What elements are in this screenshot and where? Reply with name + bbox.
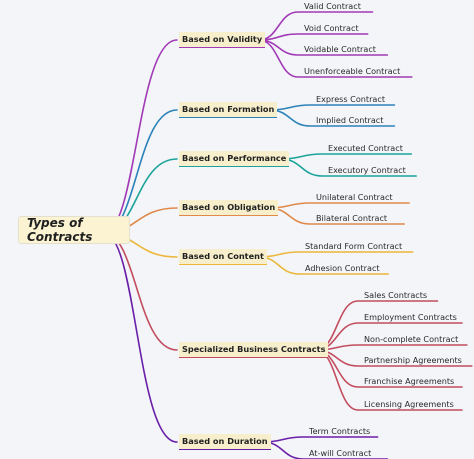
leaf-node[interactable]: Void Contract — [304, 23, 359, 33]
branch-link-5 — [103, 232, 178, 351]
leaf-link-5-2 — [315, 344, 468, 351]
leaf-node[interactable]: Valid Contract — [304, 1, 361, 11]
leaf-node[interactable]: Unilateral Contract — [316, 192, 393, 202]
leaf-node[interactable]: Sales Contracts — [364, 290, 428, 300]
leaf-node[interactable]: Voidable Contract — [304, 44, 376, 54]
category-node[interactable]: Based on Duration — [179, 434, 271, 450]
leaf-node[interactable]: Standard Form Contract — [305, 241, 403, 251]
branch-link-1 — [103, 109, 178, 234]
leaf-link-1-0 — [269, 104, 396, 111]
leaf-node[interactable]: Unenforceable Contract — [304, 66, 401, 76]
leaf-node[interactable]: Adhesion Contract — [305, 263, 380, 273]
branch-link-0 — [103, 39, 178, 234]
leaf-link-4-0 — [258, 251, 414, 258]
leaf-node[interactable]: Franchise Agreements — [364, 376, 455, 386]
leaf-node[interactable]: Express Contract — [316, 94, 385, 104]
root-node[interactable]: Types of Contracts — [18, 216, 130, 244]
category-node[interactable]: Based on Performance — [179, 151, 290, 167]
leaf-node[interactable]: Executed Contract — [328, 143, 403, 153]
leaf-link-3-0 — [268, 202, 410, 209]
category-node[interactable]: Based on Validity — [179, 32, 266, 48]
leaf-node[interactable]: Implied Contract — [316, 115, 384, 125]
branch-link-6 — [103, 232, 178, 443]
leaf-node[interactable]: Term Contracts — [309, 426, 371, 436]
leaf-node[interactable]: Bilateral Contract — [316, 213, 388, 223]
leaf-node[interactable]: Partnership Agreements — [364, 355, 462, 365]
leaf-link-2-0 — [280, 153, 413, 160]
leaf-node[interactable]: At-will Contract — [309, 448, 372, 458]
leaf-node[interactable]: Non-complete Contract — [364, 334, 459, 344]
category-node[interactable]: Specialized Business Contracts — [179, 342, 329, 358]
leaf-link-6-0 — [262, 436, 379, 443]
leaf-node[interactable]: Executory Contract — [328, 165, 406, 175]
leaf-link-0-1 — [258, 33, 369, 41]
leaf-node[interactable]: Licensing Agreements — [364, 399, 454, 409]
leaf-node[interactable]: Employment Contracts — [364, 312, 457, 322]
category-node[interactable]: Based on Content — [179, 249, 267, 265]
category-node[interactable]: Based on Obligation — [179, 200, 279, 216]
category-node[interactable]: Based on Formation — [179, 102, 278, 118]
